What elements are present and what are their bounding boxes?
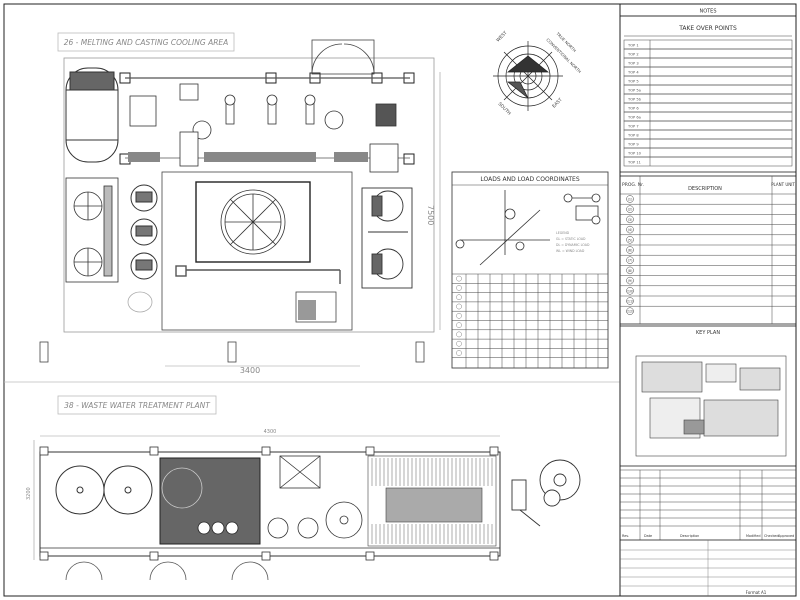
north-arrow-icon [493,41,563,111]
prog-header: PROG. Nr. [622,182,644,188]
compass-label: WEST [495,30,509,44]
takeover-row [623,93,793,104]
key-plan-title: KEY PLAN [696,330,720,336]
dimension-width-38: 4300 [264,429,277,435]
prog-item-label: (9) [628,279,633,283]
revision-header: Description [680,534,699,538]
prog-item-label: (3) [628,218,633,222]
prog-item-label: (8) [628,269,633,273]
prog-item-label: (12) [627,310,635,314]
takeover-item-label: TOP 11 [627,161,641,165]
takeover-item-label: TOP 7 [627,125,639,129]
prog-item-label: (10) [627,289,635,293]
takeover-item-label: TOP 5 [627,80,639,84]
prog-item-label: (4) [628,228,633,232]
prog-item-label: (2) [628,208,633,212]
prog-item-label: (5) [628,238,633,242]
takeover-row [623,120,793,131]
takeover-row [623,57,793,68]
load-coordinates-panel: LOADS AND LOAD COORDINATES LEGEND GL = S… [451,171,609,369]
takeover-row [623,75,793,86]
takeover-row [623,129,793,140]
revision-header: Approved [778,534,794,538]
takeover-item-label: TOP 10 [627,152,642,156]
prog-list: (1) (2) (3) (4) (5) (6) (7) (8) (9) (10) (11) (12) [620,176,796,324]
takeover-item-label: TOP 8 [627,134,639,138]
prog-item-label: (6) [628,249,633,253]
takeover-item-label: TOP 9 [627,143,639,147]
plant-unit-header: PLANT UNIT [771,182,795,187]
compass-label: EAST [551,97,564,110]
takeover-row [623,102,793,113]
load-legend-line: WL = WIND LOAD [556,249,585,253]
takeover-item-label: TOP 3 [627,62,639,66]
takeover-row [623,66,793,77]
description-header: DESCRIPTION [688,186,722,192]
sheet-label: Format A1 [746,590,767,595]
dimension-height-26: 7500 [426,205,435,225]
revision-header: Rev. [622,534,629,538]
takeover-row [623,48,793,59]
area-26-plan: 26 - MELTING AND CASTING COOLING AREA 75… [39,32,441,375]
takeover-row [623,39,793,50]
takeover-row [623,138,793,149]
area-26-title: 26 - MELTING AND CASTING COOLING AREA [64,38,229,47]
takeover-item-label: TOP 1 [627,44,639,48]
takeover-row [623,84,793,95]
load-legend-line: GL = STATIC LOAD [556,237,586,241]
prog-item-label: (1) [628,198,633,202]
grating-area [371,458,493,544]
load-panel-title: LOADS AND LOAD COORDINATES [480,176,579,183]
takeover-row [623,156,793,167]
area-38-plan: 38 - WASTE WATER TREATMENT PLANT 4300 32… [26,395,581,581]
takeover-item-label: TOP 6a [627,116,641,120]
revision-header: Modified [746,534,760,538]
key-plan-drawing [635,355,787,457]
cooling-fan-icon [220,189,286,255]
load-legend-line: LEGEND [556,231,570,235]
takeover-row [623,147,793,158]
dimension-height-38: 3200 [26,487,32,500]
load-legend-line: DL = DYNAMIC LOAD [556,243,590,247]
revision-header: Checked [764,534,779,538]
load-table-grid [452,273,608,368]
compass-label: SOUTH [497,101,512,116]
takeover-item-label: TOP 4 [627,71,639,75]
notes-title: NOTES [699,9,716,15]
prog-item-label: (7) [628,259,633,263]
revision-header: Date [644,534,652,538]
takeover-row [623,111,793,122]
takeover-list: TOP 1 TOP 2 TOP 3 TOP 4 TOP 5 TOP 5a TOP 5b TOP… [623,39,793,167]
takeover-item-label: TOP 6 [627,107,639,111]
takeover-item-label: TOP 2 [627,53,639,57]
takeover-title: TAKE OVER POINTS [678,25,737,32]
prog-item-label: (11) [627,300,635,304]
area-38-title: 38 - WASTE WATER TREATMENT PLANT [64,401,211,410]
dimension-width-26: 3400 [240,366,260,375]
takeover-item-label: TOP 5b [627,98,642,102]
takeover-item-label: TOP 5a [627,89,641,93]
